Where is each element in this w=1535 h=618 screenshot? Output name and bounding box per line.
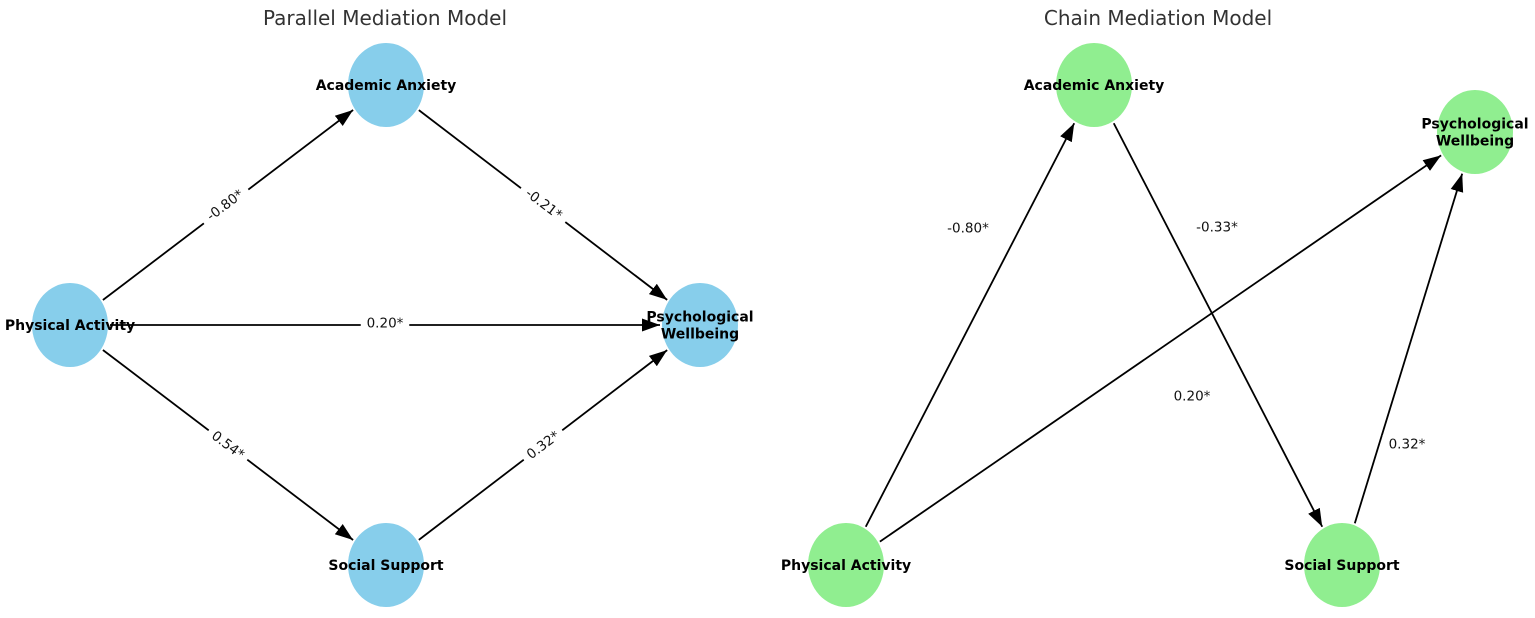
node-label-social-support: Social Support bbox=[1284, 558, 1400, 574]
edge-label-bbox bbox=[360, 314, 410, 332]
edge-label-bbox bbox=[197, 181, 253, 229]
edge-label-group-pa-aa: -0.80* bbox=[940, 219, 996, 237]
node-social-support bbox=[348, 523, 424, 607]
node-psychological-wellbeing bbox=[662, 283, 738, 367]
edge-pa-aa bbox=[864, 122, 1076, 528]
edge-label: 0.20* bbox=[367, 316, 404, 332]
edge-label-group-pa-pw: 0.20* bbox=[1167, 387, 1217, 405]
edge-label-bbox bbox=[518, 423, 568, 467]
node-label-academic-anxiety: Academic Anxiety bbox=[1024, 78, 1165, 94]
node-physical-activity bbox=[32, 283, 108, 367]
node-label-academic-anxiety: Academic Anxiety bbox=[316, 78, 457, 94]
edge-label-group-aa-pw: -0.21* bbox=[516, 180, 572, 228]
edge-label: 0.32* bbox=[1389, 437, 1426, 453]
edge-label: -0.33* bbox=[1196, 220, 1238, 236]
node-social-support bbox=[1304, 523, 1380, 607]
edge-label: 0.20* bbox=[1174, 389, 1211, 405]
edge-label-group-pa-aa: -0.80* bbox=[197, 181, 253, 229]
edge-label-group-pa-ss: 0.54* bbox=[203, 423, 253, 467]
edge-label-bbox bbox=[1189, 218, 1245, 236]
edge-label-bbox bbox=[1167, 387, 1217, 405]
edge-label-group-aa-ss: -0.33* bbox=[1189, 218, 1245, 236]
node-label-physical-activity: Physical Activity bbox=[781, 558, 911, 574]
edge-label-bbox bbox=[203, 423, 253, 467]
node-academic-anxiety bbox=[1056, 43, 1132, 127]
node-label-social-support: Social Support bbox=[328, 558, 444, 574]
node-physical-activity bbox=[808, 523, 884, 607]
edge-label: -0.80* bbox=[947, 221, 989, 237]
chain-mediation-model-title: Chain Mediation Model bbox=[1043, 6, 1273, 30]
edge-ss-pw bbox=[1353, 173, 1464, 524]
edge-pa-pw bbox=[879, 154, 1442, 543]
edge-label-bbox bbox=[940, 219, 996, 237]
edge-label-bbox bbox=[1382, 435, 1432, 453]
edge-label-group-pa-pw: 0.20* bbox=[360, 314, 410, 332]
parallel-mediation-model-title: Parallel Mediation Model bbox=[262, 6, 508, 30]
node-label-physical-activity: Physical Activity bbox=[5, 318, 135, 334]
node-psychological-wellbeing bbox=[1437, 90, 1513, 174]
edge-aa-ss bbox=[1112, 122, 1324, 528]
edge-label-group-ss-pw: 0.32* bbox=[518, 423, 568, 467]
edge-label-group-ss-pw: 0.32* bbox=[1382, 435, 1432, 453]
edge-label-bbox bbox=[516, 180, 572, 228]
node-academic-anxiety bbox=[348, 43, 424, 127]
